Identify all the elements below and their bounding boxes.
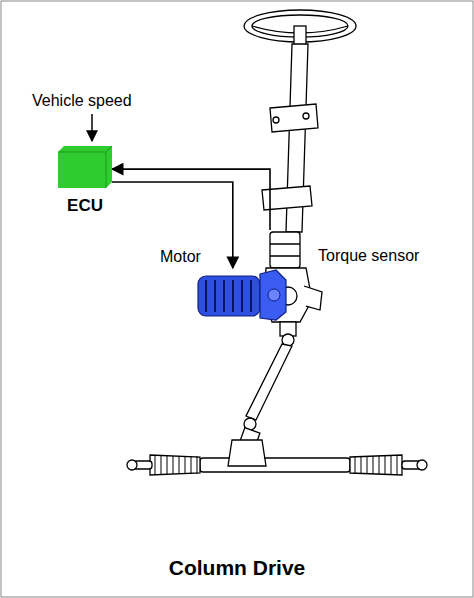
motor-body xyxy=(196,268,288,322)
caption: Column Drive xyxy=(169,556,306,580)
ecu-box: ECU xyxy=(58,146,112,188)
node-label: Torque sensor xyxy=(318,247,419,265)
signal-arrow xyxy=(112,169,270,230)
node-label: ECU xyxy=(67,196,103,216)
signal-arrow xyxy=(112,182,233,268)
input-arrow xyxy=(91,114,93,141)
node-label: Motor xyxy=(160,248,201,266)
motor: Motor xyxy=(196,268,288,322)
steering-system xyxy=(127,10,427,475)
ecu-cube xyxy=(58,146,112,188)
boot-ribs xyxy=(155,456,397,474)
torque-sensor: Torque sensor xyxy=(264,230,306,270)
signal-label: Vehicle speed xyxy=(32,92,132,110)
